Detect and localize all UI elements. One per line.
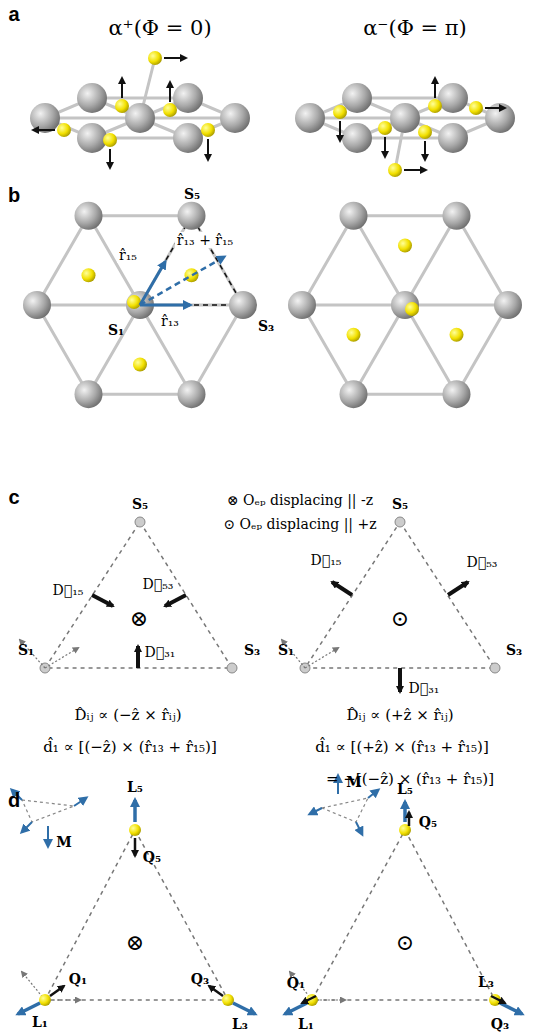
equation: D̂ᵢⱼ ∝ (+ẑ × r̂ᵢⱼ) — [346, 707, 453, 724]
lattice-top-view-alpha-plus — [23, 202, 257, 408]
equation: D̂ᵢⱼ ∝ (−ẑ × r̂ᵢⱼ) — [74, 707, 181, 724]
moment-label: L₅ — [397, 781, 413, 797]
equation: d̂₁ ∝ [(+ẑ) × (r̂₁₃ + r̂₁₅)] — [315, 739, 489, 756]
moment-label: L₃ — [232, 1016, 248, 1032]
dmi-vector-label: D⃗₅₃ — [143, 576, 174, 592]
moment-label: L₁ — [32, 1014, 48, 1030]
dmi-vector-label: D⃗₅₃ — [467, 554, 498, 570]
moment-label: Q₁ — [287, 975, 305, 991]
dmi-triangle-plus-z — [282, 517, 500, 692]
displacement-symbol: ⊗ — [130, 606, 148, 631]
site-label: S₁ — [278, 642, 294, 658]
moment-triangle-minus-z — [12, 790, 255, 1014]
vector-label: r̂₁₃ + r̂₁₅ — [175, 232, 235, 248]
moment-label: L₁ — [298, 1016, 314, 1032]
dmi-vector-label: D⃗₁₅ — [311, 552, 342, 568]
vector-label: r̂₁₃ — [161, 313, 179, 329]
site-label: S₁ — [18, 642, 34, 658]
moment-label: Q₅ — [419, 814, 437, 830]
magnetization-label: M — [56, 834, 72, 850]
site-label: S₃ — [258, 318, 274, 334]
site-label: S₅ — [184, 186, 200, 202]
moment-label: L₃ — [478, 974, 494, 990]
moment-triangle-plus-z — [285, 776, 522, 1014]
panel-letter: b — [8, 184, 20, 207]
panel-letter: c — [8, 486, 19, 509]
symbol-key: ⊗ Oₑₚ displacing || -z — [227, 492, 373, 508]
displacement-symbol: ⊙ — [391, 606, 409, 631]
dmi-vector-label: D⃗₃₁ — [409, 680, 440, 696]
moment-label: Q₃ — [491, 1016, 509, 1032]
moment-label: Q₃ — [191, 971, 209, 987]
vector-label: r̂₁₅ — [117, 247, 139, 263]
cluster-alpha-plus — [30, 51, 250, 168]
site-label: S₁ — [108, 322, 124, 338]
displacement-symbol: ⊗ — [126, 930, 144, 955]
dmi-vector-label: D⃗₁₅ — [53, 582, 84, 598]
cluster-alpha-minus — [295, 78, 515, 177]
moment-label: Q₁ — [69, 971, 87, 987]
moment-label: Q₅ — [143, 849, 161, 865]
symbol-key: ⊙ Oₑₚ displacing || +z — [223, 516, 376, 532]
site-label: S₅ — [392, 496, 408, 512]
dmi-triangle-minus-z — [20, 517, 237, 673]
displacement-symbol: ⊙ — [396, 930, 414, 955]
site-label: S₅ — [132, 496, 148, 512]
equation: d̂₁ ∝ [(−ẑ) × (r̂₁₃ + r̂₁₅)] — [43, 739, 217, 756]
panel-letter: a — [8, 3, 19, 26]
dmi-vector-label: D⃗₃₁ — [145, 644, 176, 660]
panel-letter: d — [8, 789, 20, 812]
state-title: α⁻(Φ = π) — [363, 16, 467, 40]
site-label: S₃ — [244, 642, 260, 658]
magnetization-label: M — [346, 774, 362, 790]
site-label: S₃ — [506, 642, 522, 658]
state-title: α⁺(Φ = 0) — [108, 16, 211, 40]
lattice-top-view-alpha-minus — [288, 202, 522, 408]
moment-label: L₅ — [127, 779, 143, 795]
